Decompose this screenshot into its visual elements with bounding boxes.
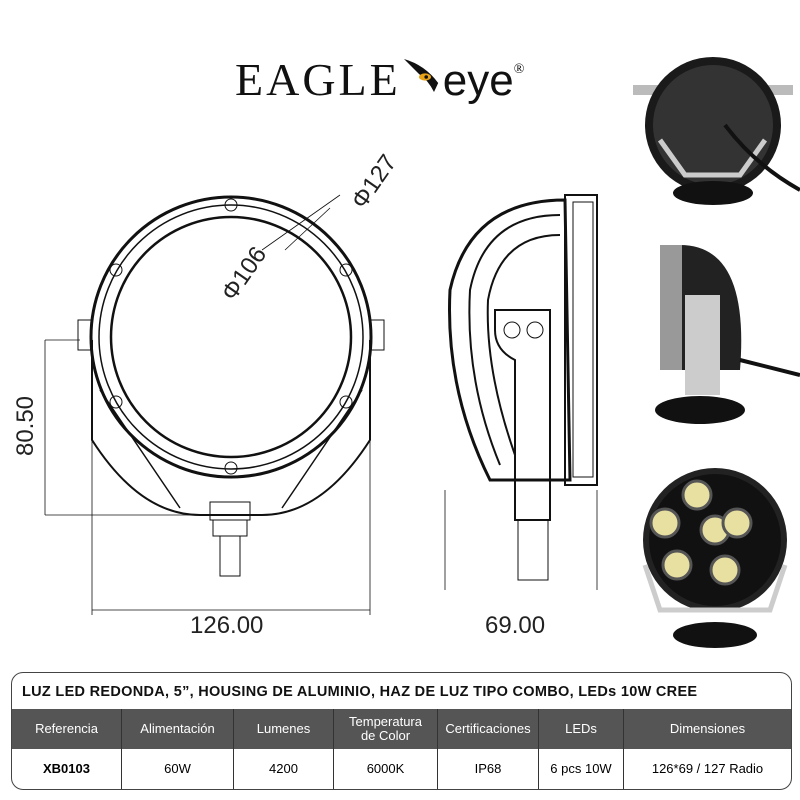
- logo-text: EAGLE: [235, 54, 401, 105]
- cell-alimentacion: 60W: [122, 749, 234, 789]
- dim-width: 126.00: [190, 612, 264, 639]
- header-lumenes: Lumenes: [234, 709, 334, 749]
- product-photo-back: [633, 57, 800, 205]
- cell-temperatura: 6000K: [334, 749, 438, 789]
- header-temperatura: Temperatura de Color: [334, 709, 438, 749]
- product-photo-side: [655, 245, 800, 424]
- cell-lumenes: 4200: [234, 749, 334, 789]
- spec-table: LUZ LED REDONDA, 5”, HOUSING DE ALUMINIO…: [11, 672, 792, 790]
- side-view-drawing: [444, 194, 598, 590]
- header-dimensiones: Dimensiones: [669, 721, 746, 736]
- product-photo-front: [642, 468, 788, 648]
- cell-dimensiones: 126*69 / 127 Radio: [651, 761, 764, 776]
- logo-text-eye: eye: [442, 56, 514, 105]
- brand-logo: EAGLE eye®: [235, 48, 527, 106]
- table-header-row: Referencia Alimentación Lumenes Temperat…: [12, 709, 791, 749]
- spec-title: LUZ LED REDONDA, 5”, HOUSING DE ALUMINIO…: [22, 684, 698, 700]
- front-view-drawing: [44, 194, 385, 615]
- header-certificaciones: Certificaciones: [438, 709, 539, 749]
- cell-referencia: XB0103: [12, 749, 122, 789]
- cell-leds: 6 pcs 10W: [539, 749, 624, 789]
- header-alimentacion: Alimentación: [122, 709, 234, 749]
- cell-certificaciones: IP68: [438, 749, 539, 789]
- registered-mark: ®: [513, 62, 528, 77]
- header-leds: LEDs: [539, 709, 624, 749]
- dim-depth: 69.00: [485, 612, 546, 639]
- table-row: XB0103 60W 4200 6000K IP68 6 pcs 10W 126…: [12, 749, 791, 789]
- eagle-eye-icon: [403, 59, 438, 92]
- dim-height: 80.50: [12, 395, 40, 457]
- header-referencia: Referencia: [12, 709, 122, 749]
